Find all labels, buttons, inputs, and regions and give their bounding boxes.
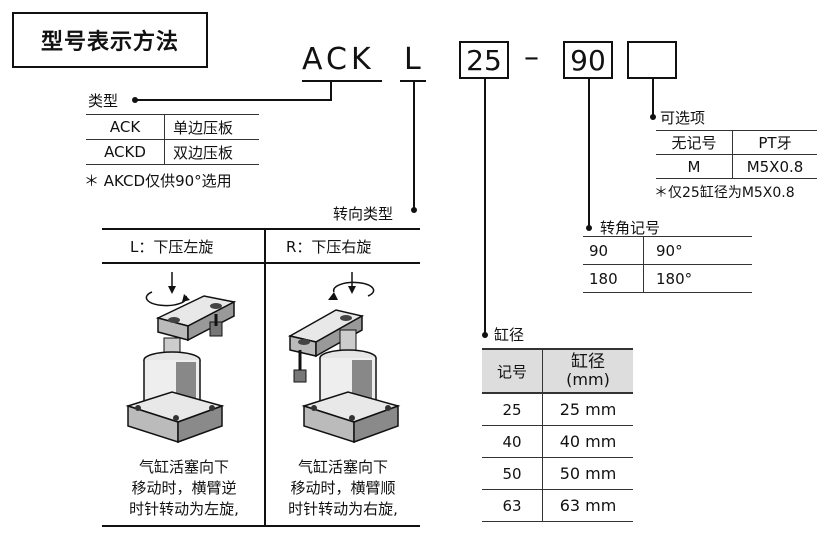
leader-line xyxy=(588,79,590,228)
table-row: 50 50 mm xyxy=(482,457,633,490)
type-label: 类型 xyxy=(88,92,119,110)
option-table: 无记号 PT牙 M M5X0.8 xyxy=(656,130,817,179)
leader-line xyxy=(413,82,415,210)
leader-line xyxy=(134,99,332,101)
panel-top-line xyxy=(102,228,420,230)
table-row: 90 90° xyxy=(583,236,752,265)
bore-value: 40 mm xyxy=(542,425,633,458)
text-line: 移动时，横臂逆 xyxy=(131,479,237,497)
angle-code: 180 xyxy=(583,264,644,293)
code-dash: – xyxy=(524,40,543,75)
option-note: ＊仅25缸径为M5X0.8 xyxy=(654,185,795,201)
angle-table: 90 90° 180 180° xyxy=(583,236,752,293)
table-row: 25 25 mm xyxy=(482,393,633,426)
bore-value: 25 mm xyxy=(542,393,633,426)
leader-dot xyxy=(411,207,417,213)
table-row: ACKD 双边压板 xyxy=(86,139,259,165)
leader-dot xyxy=(482,332,488,338)
code-prefix: ACK xyxy=(302,42,375,77)
type-code: ACK xyxy=(86,114,165,140)
text-line: 时针转动为左旋, xyxy=(129,500,239,518)
panel-bottom-line xyxy=(102,525,420,527)
text-line: 时针转动为右旋, xyxy=(288,500,398,518)
leader-line xyxy=(484,79,486,335)
bore-label: 缸径 xyxy=(494,326,525,344)
panel-divider xyxy=(102,262,420,264)
bore-value: 63 mm xyxy=(542,489,633,522)
table-header: 记号 缸径 (mm) xyxy=(482,348,633,394)
table-row: 40 40 mm xyxy=(482,425,633,458)
bore-code: 40 xyxy=(482,425,543,458)
text-line: 气缸活塞向下 xyxy=(297,458,388,476)
panel-vertical xyxy=(264,228,266,526)
bore-header-unit: (mm) xyxy=(566,370,610,389)
leader-dot xyxy=(650,114,656,120)
angle-code: 90 xyxy=(583,236,644,265)
table-row: ACK 单边压板 xyxy=(86,114,259,140)
angle-desc: 180° xyxy=(643,264,752,293)
type-desc: 双边压板 xyxy=(164,139,259,165)
option-code: M xyxy=(656,154,733,179)
table-row: M M5X0.8 xyxy=(656,154,817,179)
angle-desc: 90° xyxy=(643,236,752,265)
leader-line xyxy=(652,79,654,117)
code-turn: L xyxy=(404,42,425,77)
option-label: 可选项 xyxy=(660,109,706,127)
type-note: ＊ AKCD仅供90°选用 xyxy=(84,172,232,190)
bore-table: 记号 缸径 (mm) 25 25 mm 40 40 mm 50 50 mm 63… xyxy=(482,348,633,522)
left-panel-title: L：下压左旋 xyxy=(130,238,214,256)
bore-header-code: 记号 xyxy=(482,348,543,394)
option-desc: PT牙 xyxy=(732,130,817,155)
leader-dot xyxy=(132,97,138,103)
right-clamp-illustration xyxy=(287,272,401,444)
code-option-box xyxy=(627,41,677,79)
table-row: 无记号 PT牙 xyxy=(656,130,817,155)
bore-code: 63 xyxy=(482,489,543,522)
angle-label: 转角记号 xyxy=(600,219,661,237)
left-panel-text: 气缸活塞向下 移动时，横臂逆 时针转动为左旋, xyxy=(106,457,262,520)
text-line: 移动时，横臂顺 xyxy=(290,479,396,497)
text-line: 气缸活塞向下 xyxy=(138,458,229,476)
bore-code: 50 xyxy=(482,457,543,490)
bore-value: 50 mm xyxy=(542,457,633,490)
title-box: 型号表示方法 xyxy=(12,12,208,68)
turn-label: 转向类型 xyxy=(333,205,394,223)
code-underline xyxy=(302,80,382,82)
option-desc: M5X0.8 xyxy=(732,154,817,179)
type-desc: 单边压板 xyxy=(164,114,259,140)
table-row: 180 180° xyxy=(583,264,752,293)
type-code: ACKD xyxy=(86,139,165,165)
code-underline xyxy=(400,80,426,82)
leader-line xyxy=(330,82,332,100)
type-table: ACK 单边压板 ACKD 双边压板 xyxy=(86,114,259,165)
table-row: 63 63 mm xyxy=(482,489,633,522)
bore-header-value: 缸径 (mm) xyxy=(542,348,633,394)
code-bore-box: 25 xyxy=(459,41,509,79)
leader-dot xyxy=(586,225,592,231)
right-panel-text: 气缸活塞向下 移动时，横臂顺 时针转动为右旋, xyxy=(266,457,420,520)
option-code: 无记号 xyxy=(656,130,733,155)
code-stroke-box: 90 xyxy=(563,41,613,79)
right-panel-title: R：下压右旋 xyxy=(286,238,372,256)
bore-code: 25 xyxy=(482,393,543,426)
left-clamp-illustration xyxy=(125,272,237,444)
bore-header-title: 缸径 xyxy=(571,352,605,372)
